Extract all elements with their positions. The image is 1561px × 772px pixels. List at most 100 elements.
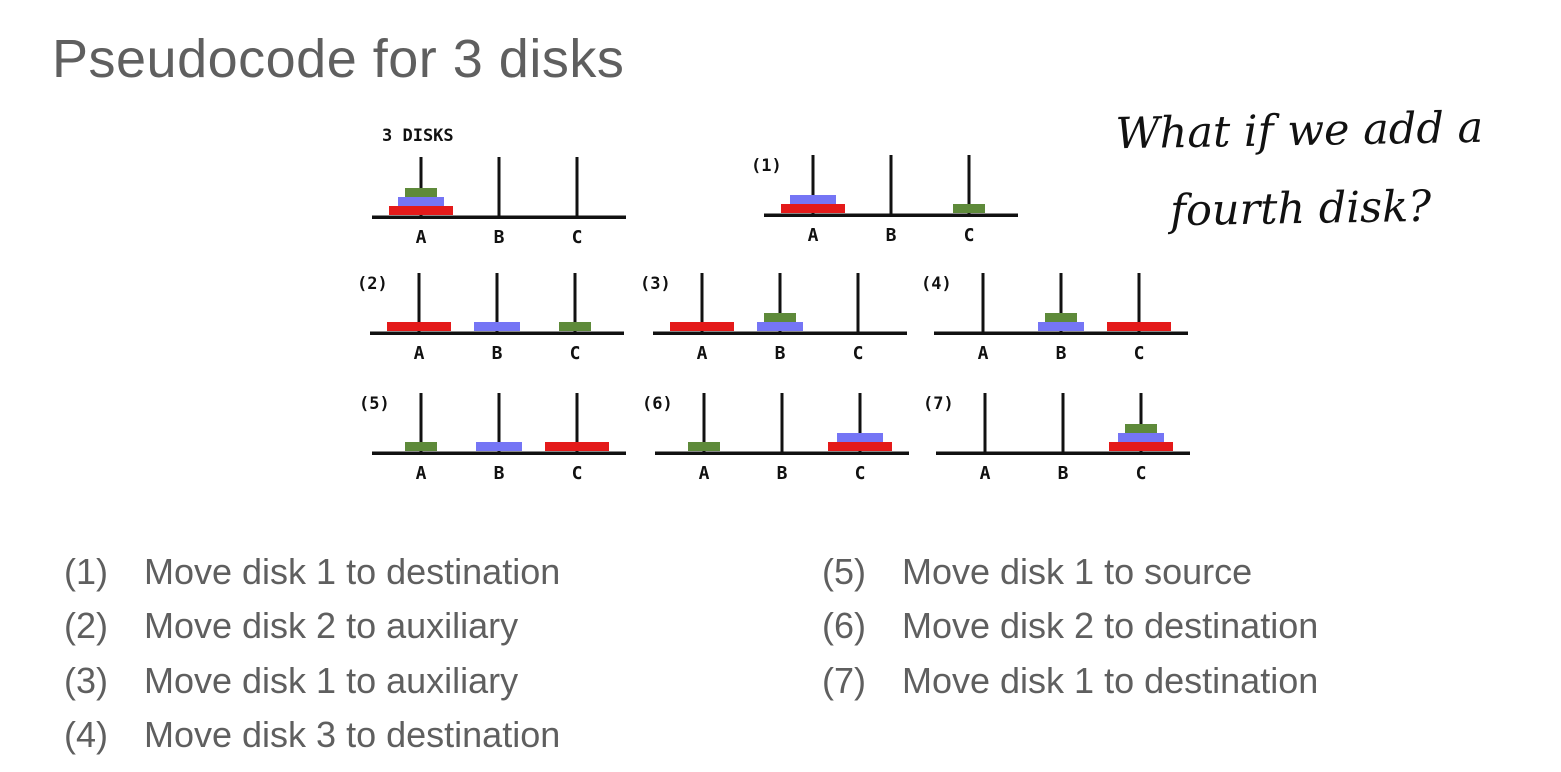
peg-label-b: B (492, 343, 503, 364)
peg-label-b: B (777, 463, 788, 484)
step-text: Move disk 2 to destination (902, 605, 1319, 647)
step-text: Move disk 1 to destination (902, 659, 1319, 701)
peg-label-b: B (1056, 343, 1067, 364)
peg-label-a: A (808, 225, 819, 246)
peg-label-c: C (570, 343, 581, 364)
peg-rod (778, 273, 782, 333)
disk-1 (405, 188, 437, 197)
peg-rod (856, 273, 860, 333)
step-label: (4) (921, 274, 952, 294)
step-text: Move disk 3 to destination (144, 713, 561, 755)
base-line (764, 213, 1018, 217)
peg-rod (417, 273, 421, 333)
step-label: (3) (640, 274, 671, 294)
peg-label-a: A (980, 463, 991, 484)
step-label: (7) (923, 394, 954, 414)
disk-3 (389, 206, 453, 215)
base-line (936, 451, 1190, 455)
disk-3 (828, 442, 892, 451)
peg-rod (1137, 273, 1141, 333)
step-number: (2) (64, 605, 108, 647)
peg-rod (497, 393, 501, 453)
disk-2 (476, 442, 522, 451)
peg-rod (702, 393, 706, 453)
step-label: (6) (642, 394, 673, 414)
step-number: (6) (822, 605, 866, 647)
peg-label-c: C (855, 463, 866, 484)
step-text: Move disk 1 to destination (144, 551, 561, 592)
peg-rod (858, 393, 862, 453)
peg-rod (889, 155, 893, 215)
base-line (372, 215, 626, 219)
peg-label-a: A (416, 463, 427, 484)
peg-rod (1061, 393, 1065, 453)
disk-2 (837, 433, 883, 442)
peg-label-b: B (494, 227, 505, 248)
base-line (653, 331, 907, 335)
peg-label-c: C (1134, 343, 1145, 364)
peg-label-c: C (853, 343, 864, 364)
disk-2 (398, 197, 444, 206)
step-number: (1) (64, 551, 108, 592)
disk-1 (1125, 424, 1157, 433)
peg-label-a: A (416, 227, 427, 248)
step-text: Move disk 2 to auxiliary (144, 605, 519, 647)
peg-rod (981, 273, 985, 333)
base-line (370, 331, 624, 335)
disk-3 (781, 204, 845, 213)
disk-1 (688, 442, 720, 451)
step-number: (5) (822, 551, 866, 592)
peg-rod (497, 157, 501, 217)
peg-rod (419, 393, 423, 453)
peg-label-c: C (1136, 463, 1147, 484)
peg-label-b: B (775, 343, 786, 364)
peg-label-a: A (697, 343, 708, 364)
disk-1 (1045, 313, 1077, 322)
peg-label-a: A (978, 343, 989, 364)
peg-rod (573, 273, 577, 333)
disk-1 (405, 442, 437, 451)
peg-label-c: C (964, 225, 975, 246)
step-number: (3) (64, 659, 108, 701)
step-label: (1) (751, 156, 782, 176)
peg-rod (811, 155, 815, 215)
disk-3 (1109, 442, 1173, 451)
peg-label-c: C (572, 227, 583, 248)
disk-1 (559, 322, 591, 331)
disk-2 (790, 195, 836, 204)
disk-2 (757, 322, 803, 331)
disk-3 (1107, 322, 1171, 331)
disk-2 (1038, 322, 1084, 331)
disk-3 (670, 322, 734, 331)
slide-title: Pseudocode for 3 disks (52, 29, 625, 89)
peg-rod (967, 155, 971, 215)
peg-label-b: B (1058, 463, 1069, 484)
base-line (372, 451, 626, 455)
peg-label-a: A (414, 343, 425, 364)
peg-label-b: B (886, 225, 897, 246)
peg-label-b: B (494, 463, 505, 484)
disk-3 (387, 322, 451, 331)
disk-2 (1118, 433, 1164, 442)
step-number: (4) (64, 713, 108, 755)
peg-rod (575, 157, 579, 217)
peg-rod (700, 273, 704, 333)
step-text: Move disk 1 to auxiliary (144, 659, 519, 701)
step-label: (2) (357, 274, 388, 294)
peg-rod (1139, 393, 1143, 453)
step-text: Move disk 1 to source (902, 551, 1253, 592)
peg-label-c: C (572, 463, 583, 484)
peg-label-a: A (699, 463, 710, 484)
disk-2 (474, 322, 520, 331)
disk-1 (953, 204, 985, 213)
peg-rod (495, 273, 499, 333)
step-label: (5) (359, 394, 390, 414)
step-number: (7) (822, 659, 866, 701)
base-line (655, 451, 909, 455)
peg-rod (419, 157, 423, 217)
peg-rod (780, 393, 784, 453)
diagram-caption: 3 DISKS (382, 126, 454, 146)
peg-rod (983, 393, 987, 453)
peg-rod (1059, 273, 1063, 333)
